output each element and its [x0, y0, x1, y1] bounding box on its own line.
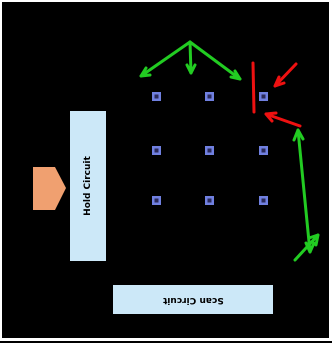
hold-circuit-label: Hold Circuit [83, 156, 94, 216]
scan-circuit-box: Scan Circuit [113, 285, 273, 314]
scan-circuit-label: Scan Circuit [162, 294, 224, 305]
bottom-rule [0, 341, 332, 343]
hold-circuit-box: Hold Circuit [70, 111, 106, 261]
